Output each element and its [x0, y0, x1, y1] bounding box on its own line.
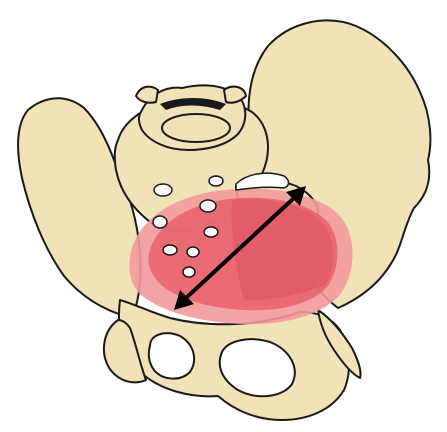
sacral-foramen [200, 200, 216, 212]
sacral-foramen [154, 184, 172, 196]
left-facet [136, 87, 158, 103]
sacral-foramen [204, 227, 218, 237]
sacral-foramen [153, 216, 167, 228]
sacral-foramen [209, 176, 223, 186]
sacral-foramen [163, 245, 177, 255]
sacral-foramen [183, 267, 195, 277]
sacral-foramen [187, 247, 199, 257]
sacral-canal [162, 114, 230, 142]
